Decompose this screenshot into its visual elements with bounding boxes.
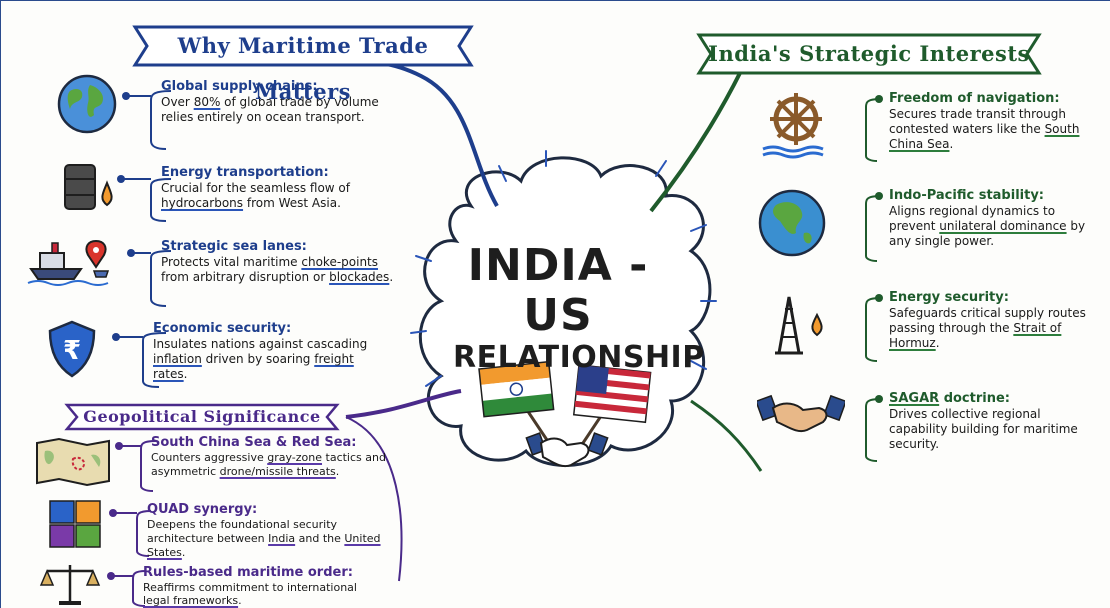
geo-item-1: South China Sea & Red Sea: Counters aggr… <box>151 435 391 479</box>
item-desc: Crucial for the seamless flow of hydroca… <box>161 181 350 210</box>
item-title: Economic security: <box>153 321 292 336</box>
center-title: INDIA - US RELATIONSHIP <box>453 240 705 375</box>
india-item-2: Indo-Pacific stability: Aligns regional … <box>889 188 1101 249</box>
why-item-4: Economic security: Insulates nations aga… <box>153 321 383 382</box>
ship-pin-icon <box>27 239 110 286</box>
item-title: Energy security: <box>889 290 1009 305</box>
item-title: South China Sea & Red Sea: <box>151 435 357 450</box>
item-desc: Counters aggressive gray-zone tactics an… <box>151 451 386 478</box>
heading-india-interests: India's Strategic Interests <box>691 31 1047 77</box>
globe-icon <box>57 74 117 134</box>
geo-item-3: Rules-based maritime order: Reaffirms co… <box>143 565 383 607</box>
item-title: Indo-Pacific stability: <box>889 188 1044 203</box>
item-desc: Deepens the foundational security archit… <box>147 518 381 559</box>
handshake-icon <box>757 394 845 432</box>
oil-barrel-icon <box>64 164 113 210</box>
item-title: Strategic sea lanes: <box>161 239 307 254</box>
heading-text: Geopolitical Significance <box>83 407 321 426</box>
center-title-line2: RELATIONSHIP <box>453 340 705 375</box>
puzzle-icon <box>49 500 101 548</box>
item-title: Rules-based maritime order: <box>143 565 353 580</box>
map-icon <box>36 437 110 487</box>
why-item-2: Energy transportation: Crucial for the s… <box>161 165 411 211</box>
item-desc: Secures trade transit through contested … <box>889 107 1080 151</box>
scales-icon <box>39 565 101 605</box>
item-desc: Safeguards critical supply routes passin… <box>889 306 1086 350</box>
center-title-line1: INDIA - US <box>467 240 649 341</box>
item-desc: Insulates nations against cascading infl… <box>153 337 368 381</box>
india-item-4: SAGAR doctrine: Drives collective region… <box>889 391 1089 452</box>
flags-handshake-icon <box>478 361 652 467</box>
item-title: SAGAR doctrine: <box>889 391 1010 406</box>
item-title: QUAD synergy: <box>147 502 258 517</box>
item-title: Global supply chains: <box>161 79 318 94</box>
why-item-3: Strategic sea lanes: Protects vital mari… <box>161 239 399 285</box>
heading-text: India's Strategic Interests <box>708 41 1030 66</box>
why-item-1: Global supply chains: Over 80% of global… <box>161 79 401 125</box>
item-desc: Reaffirms commitment to international le… <box>143 581 357 607</box>
item-title: Energy transportation: <box>161 165 329 180</box>
rupee-shield-icon: ₹ <box>48 320 96 378</box>
india-item-3: Energy security: Safeguards critical sup… <box>889 290 1101 351</box>
geo-item-2: QUAD synergy: Deepens the foundational s… <box>147 502 385 560</box>
svg-text:₹: ₹ <box>63 336 81 366</box>
item-desc: Aligns regional dynamics to prevent unil… <box>889 204 1086 248</box>
item-desc: Protects vital maritime choke-points fro… <box>161 255 394 284</box>
item-desc: Drives collective regional capability bu… <box>889 407 1078 451</box>
item-desc: Over 80% of global trade by volume relie… <box>161 95 379 124</box>
ship-wheel-icon <box>762 93 824 159</box>
india-item-1: Freedom of navigation: Secures trade tra… <box>889 91 1099 152</box>
heading-geopolitical: Geopolitical Significance <box>61 402 343 432</box>
globe-asia-icon <box>758 189 826 257</box>
heading-text: Why Maritime Trade Matters <box>177 33 429 104</box>
oil-rig-icon <box>775 296 823 355</box>
heading-why-maritime: Why Maritime Trade Matters <box>127 23 479 104</box>
item-title: Freedom of navigation: <box>889 91 1060 106</box>
